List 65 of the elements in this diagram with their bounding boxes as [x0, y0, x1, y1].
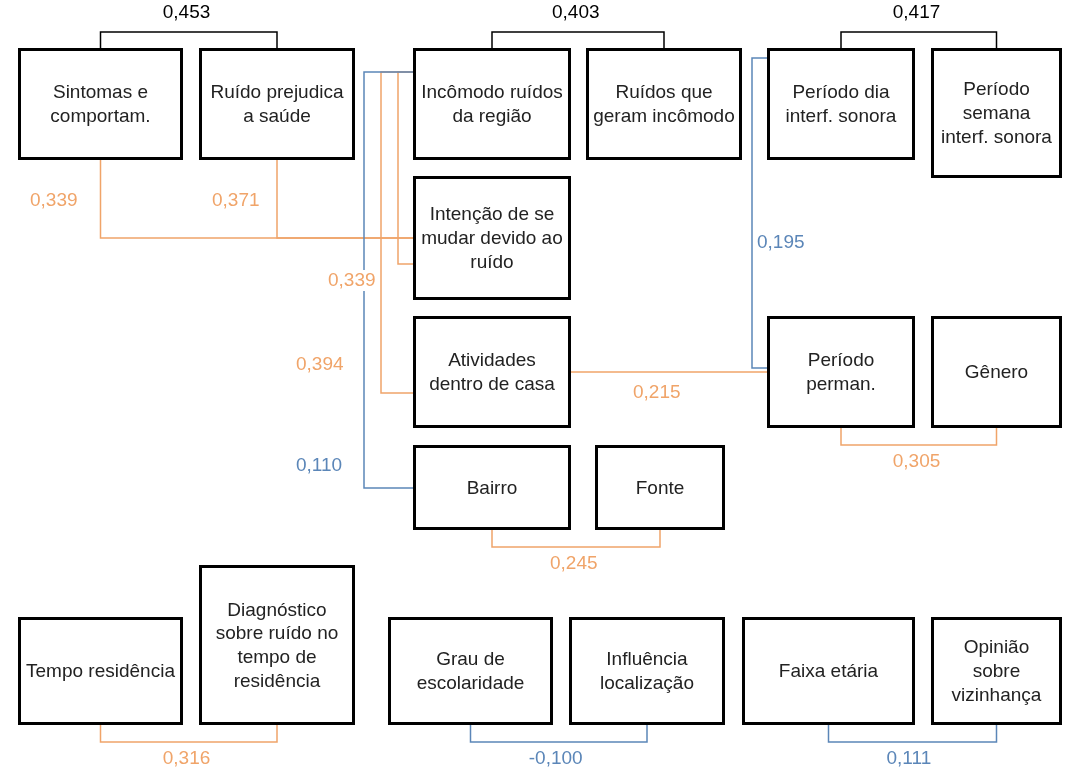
connector-line [397, 71, 414, 265]
variable-name: Período semana interf. sonora [940, 77, 1053, 149]
connector-line [380, 71, 414, 394]
variable-box [569, 617, 725, 725]
variable-box [413, 48, 571, 160]
variable-box [199, 565, 355, 725]
correlation-value: -0,100 [526, 748, 585, 769]
variable-box [595, 445, 725, 530]
variable-box [18, 617, 183, 725]
correlation-value: 0,195 [755, 232, 807, 253]
variable-box [767, 316, 915, 428]
variable-name: Fonte [634, 475, 686, 500]
correlation-value: 0,417 [890, 2, 943, 23]
connector-line [840, 427, 998, 446]
correlation-value: 0,110 [294, 455, 345, 476]
connector-line [827, 724, 998, 743]
variable-name: Bairro [465, 475, 519, 500]
correlation-value: 0,215 [631, 382, 683, 403]
variable-box [18, 48, 183, 160]
correlation-value: 0,305 [890, 451, 943, 472]
correlation-value: 0,111 [884, 748, 934, 769]
variable-name: Gênero [963, 360, 1030, 384]
connector-line [469, 724, 648, 743]
variable-name: Opinião sobre vizinhança [950, 635, 1043, 707]
variable-name: Período perman. [805, 348, 877, 396]
correlation-value: 0,453 [160, 2, 213, 23]
variable-box [742, 617, 915, 725]
variable-box [931, 48, 1062, 178]
correlation-value: 0,339 [326, 270, 378, 291]
correlation-value: 0,316 [160, 748, 213, 769]
connector-line [363, 71, 414, 489]
variable-name: Faixa etária [777, 659, 880, 683]
variable-name: Ruídos que geram incômodo [592, 80, 736, 128]
correlation-value: 0,339 [28, 190, 80, 211]
variable-name: Atividades dentro de casa [428, 348, 556, 396]
variable-box [413, 316, 571, 428]
correlation-value: 0,245 [548, 553, 600, 574]
variable-name: Tempo residência [25, 659, 176, 683]
variable-box [931, 316, 1062, 428]
variable-name: Intenção de se mudar devido ao ruído [420, 202, 564, 274]
variable-box [413, 176, 571, 300]
variable-name: Diagnóstico sobre ruído no tempo de residência [214, 597, 340, 693]
variable-name: Ruído prejudica a saúde [209, 80, 345, 128]
correlation-value: 0,371 [210, 190, 262, 211]
connector-line [276, 159, 414, 239]
correlation-value: 0,403 [550, 2, 602, 23]
variable-name: Sintomas e comportam. [49, 80, 152, 128]
variable-name: Período dia interf. sonora [784, 80, 898, 128]
variable-name: Influência localização [599, 647, 695, 695]
connector-line [751, 57, 768, 369]
connector-line [491, 31, 665, 49]
correlation-value: 0,394 [294, 354, 346, 375]
connector-line [491, 529, 661, 548]
variable-box [388, 617, 553, 725]
connector-line [840, 31, 998, 49]
connector-line [570, 371, 768, 373]
variable-box [199, 48, 355, 160]
connector-line [99, 724, 278, 743]
variable-name: Incômodo ruídos da região [420, 80, 564, 128]
variable-box [413, 445, 571, 530]
variable-box [931, 617, 1062, 725]
variable-box [586, 48, 742, 160]
connector-line [99, 31, 278, 49]
variable-name: Grau de escolaridade [415, 647, 526, 695]
variable-box [767, 48, 915, 160]
